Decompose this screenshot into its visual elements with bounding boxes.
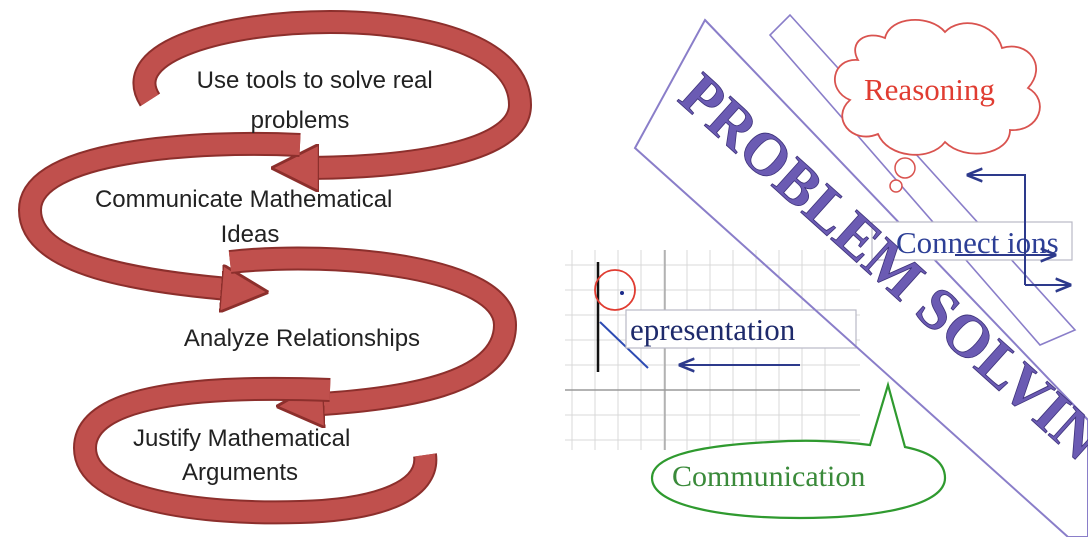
communication-bubble	[650, 381, 947, 520]
cloud-bubble-small	[889, 179, 903, 193]
step-3-label: Analyze Relationships	[184, 325, 420, 352]
reasoning-cloud	[834, 19, 1041, 156]
spiral-process: Use tools to solve real problems Communi…	[17, 9, 533, 525]
graph-point	[620, 291, 624, 295]
cloud-bubble-large	[894, 157, 916, 179]
reasoning-label: Reasoning	[864, 72, 995, 107]
representation-box	[625, 309, 857, 349]
connections-box	[871, 221, 1073, 261]
graph-line	[599, 321, 649, 369]
step-1-label: Use tools to solve real problems	[197, 67, 440, 134]
communication-label: Communication	[672, 460, 865, 493]
step-4-label: Justify Mathematical Arguments	[133, 425, 357, 486]
step-2-label: Communicate Mathematical Ideas	[95, 186, 399, 248]
problem-solving-frame	[633, 18, 1088, 537]
reasoning-connector-arrow	[968, 175, 1026, 285]
representation-label: epresentation	[630, 312, 796, 347]
concept-map: epresentation Connect ions PROBLEM SOLVI…	[565, 13, 1088, 537]
graph-circle	[594, 269, 636, 311]
coordinate-grid	[565, 250, 860, 450]
